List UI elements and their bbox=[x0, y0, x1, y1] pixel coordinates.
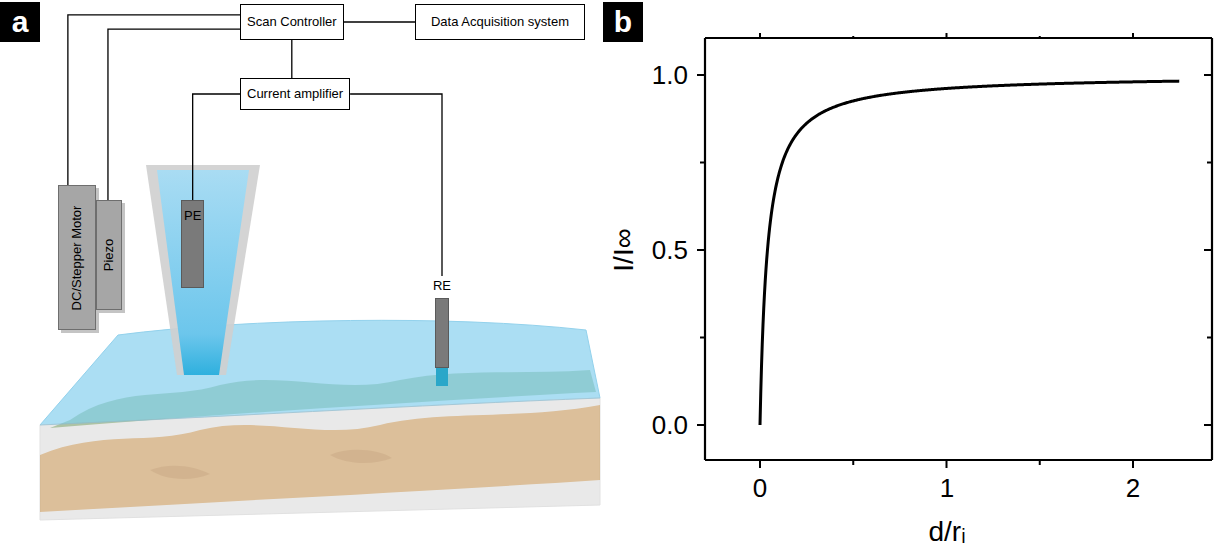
motor-block: DC/Stepper Motor bbox=[58, 185, 96, 330]
pipette-electrolyte bbox=[157, 170, 249, 375]
piezo-block: Piezo bbox=[96, 200, 122, 310]
reference-electrode: RE bbox=[428, 276, 456, 386]
x-axis bbox=[705, 459, 1212, 461]
tick-mark bbox=[700, 337, 705, 339]
tick-label: 0.0 bbox=[652, 412, 688, 438]
tick-mark bbox=[1204, 249, 1212, 251]
tick-label: 2 bbox=[1126, 475, 1140, 501]
tick-mark bbox=[1207, 337, 1212, 339]
axis-title: d/rᵢ bbox=[928, 518, 965, 546]
wire bbox=[291, 40, 292, 78]
tick-mark bbox=[1039, 460, 1041, 465]
panel-badge bbox=[0, 2, 40, 42]
frame-top bbox=[705, 37, 1212, 39]
tick-mark bbox=[1207, 162, 1212, 164]
tick-mark bbox=[852, 460, 854, 465]
process-box: Data Acquisition system bbox=[415, 4, 585, 40]
tick-mark bbox=[759, 33, 761, 38]
electrode-rod bbox=[435, 298, 449, 368]
process-box: Current amplifier bbox=[240, 78, 350, 110]
node-text: Current amplifier bbox=[247, 87, 343, 102]
cell-wall bbox=[40, 398, 600, 520]
tick-mark bbox=[1132, 460, 1134, 468]
process-box: Scan Controller bbox=[240, 4, 344, 40]
wire bbox=[68, 15, 240, 185]
node-text: RE bbox=[433, 279, 451, 294]
probe-electrode: PE bbox=[181, 200, 204, 288]
pipette-wall bbox=[146, 165, 260, 375]
panel-letter: b bbox=[614, 7, 632, 37]
tick-label: 1 bbox=[940, 475, 954, 501]
tick-mark bbox=[759, 460, 761, 468]
tick-mark bbox=[852, 36, 854, 38]
panel-badge bbox=[603, 2, 643, 42]
wire bbox=[350, 94, 442, 276]
node-text: Data Acquisition system bbox=[431, 15, 569, 30]
chart bbox=[697, 33, 1212, 468]
tick-label: 1.0 bbox=[652, 62, 688, 88]
node-text: Piezo bbox=[102, 239, 117, 272]
panel-letter: a bbox=[12, 7, 29, 37]
node-text: DC/Stepper Motor bbox=[70, 205, 85, 310]
tick-mark bbox=[946, 460, 948, 468]
tick-label: 0.5 bbox=[652, 237, 688, 263]
wire bbox=[108, 29, 240, 200]
node-text: PE bbox=[184, 209, 201, 287]
wire bbox=[344, 21, 415, 22]
wire bbox=[193, 94, 240, 200]
tick-mark bbox=[1132, 33, 1134, 38]
tick-mark bbox=[697, 424, 705, 426]
tick-label: 0 bbox=[753, 475, 767, 501]
tick-mark bbox=[1204, 74, 1212, 76]
tick-mark bbox=[1039, 36, 1041, 38]
approach-curve bbox=[760, 81, 1179, 425]
electrode-tip bbox=[436, 368, 448, 386]
tick-mark bbox=[1204, 424, 1212, 426]
tick-mark bbox=[700, 162, 705, 164]
tick-mark bbox=[697, 74, 705, 76]
axis-title: I/I∞ bbox=[610, 228, 638, 271]
tick-mark bbox=[697, 249, 705, 251]
node-text: Scan Controller bbox=[247, 15, 337, 30]
tick-mark bbox=[946, 33, 948, 38]
